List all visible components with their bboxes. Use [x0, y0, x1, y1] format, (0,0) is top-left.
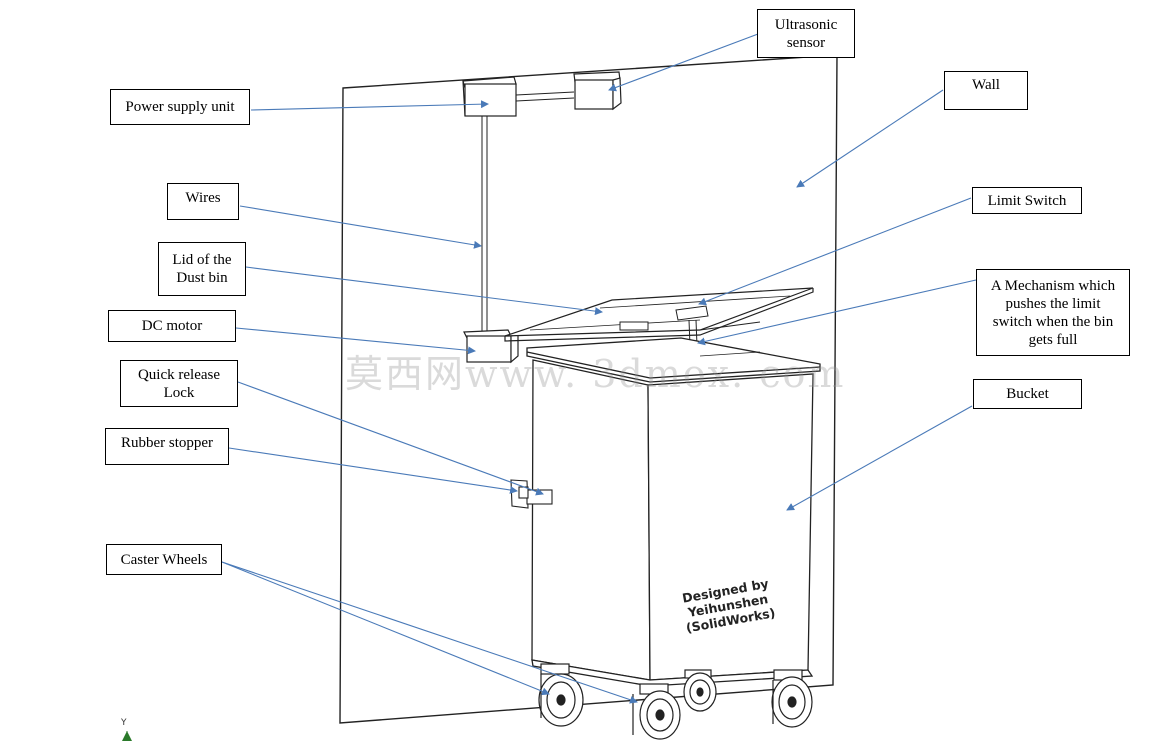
leader-mechanism [697, 279, 977, 346]
leader-lines [221, 33, 977, 704]
power-supply-unit-box [462, 76, 517, 117]
sensor-arm [515, 91, 575, 102]
wire-conduit [481, 116, 488, 336]
label-lid: Lid of the Dust bin [158, 242, 246, 296]
label-wires: Wires [167, 183, 239, 220]
caster-wheels [538, 663, 813, 740]
axis-triad-label: Y [121, 718, 127, 728]
leader-dc-motor [235, 327, 476, 355]
label-wall: Wall [944, 71, 1028, 110]
label-power-supply-unit: Power supply unit [110, 89, 250, 125]
leader-ultrasonic-sensor [608, 33, 759, 92]
leader-wires [239, 205, 482, 249]
leader-limit-switch [698, 197, 972, 306]
bin-lid [504, 287, 814, 342]
label-ultrasonic-sensor: Ultrasonic sensor [757, 9, 855, 58]
label-bucket: Bucket [973, 379, 1082, 409]
leader-caster-wheel-1 [221, 561, 550, 696]
bucket-body [526, 337, 821, 687]
leader-lid [245, 266, 603, 316]
leader-power-supply [250, 100, 489, 111]
label-rubber-stopper: Rubber stopper [105, 428, 229, 465]
leader-rubber-stopper [228, 447, 518, 494]
leader-quick-release-lock [237, 381, 544, 496]
label-limit-switch: Limit Switch [972, 187, 1082, 214]
leader-bucket [786, 405, 973, 511]
ultrasonic-sensor-box [573, 71, 622, 111]
label-mechanism: A Mechanism which pushes the limit switc… [976, 269, 1130, 356]
axis-triad-icon [122, 731, 132, 741]
label-caster-wheels: Caster Wheels [106, 544, 222, 575]
label-quick-release-lock: Quick release Lock [120, 360, 238, 407]
label-dc-motor: DC motor [108, 310, 236, 342]
leader-wall [796, 89, 944, 188]
leader-caster-wheel-2 [221, 561, 638, 704]
limit-switch-body [619, 305, 709, 331]
watermark: 莫西网www. 3dmox. com [345, 352, 846, 396]
